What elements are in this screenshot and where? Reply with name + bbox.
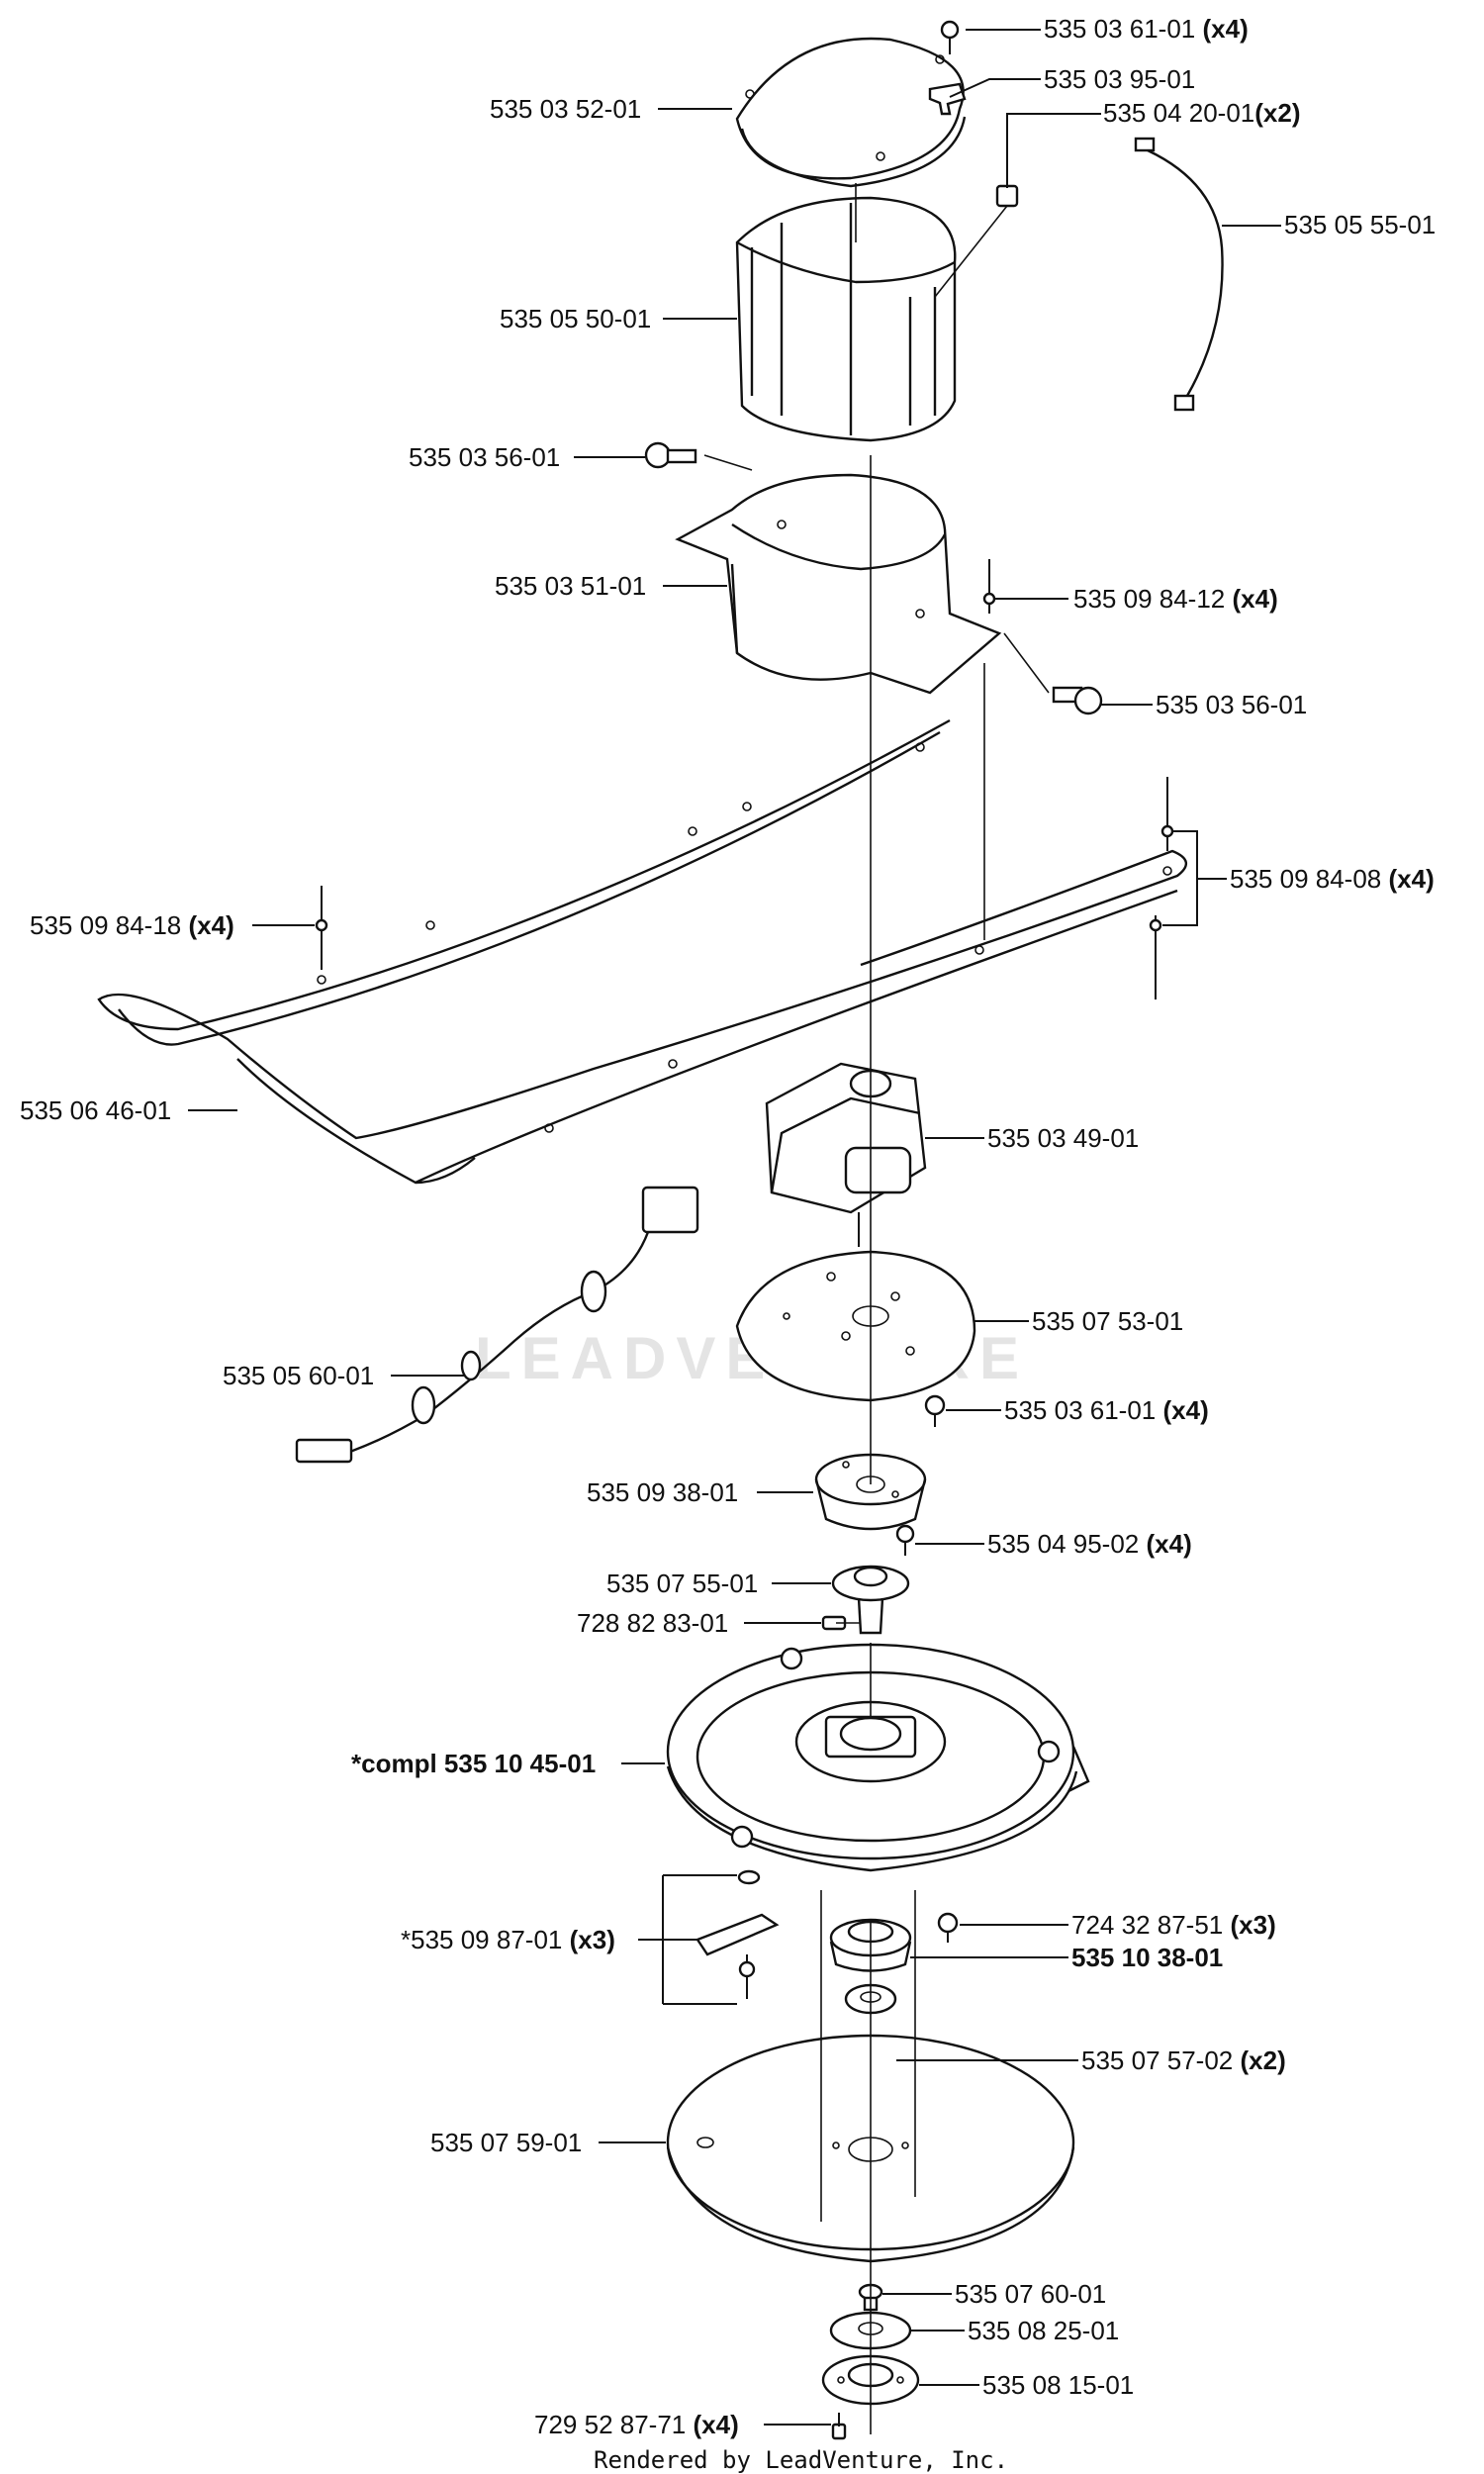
- motor-housing-part: [735, 196, 957, 442]
- part-label: 729 52 87-71 (x4): [534, 2410, 739, 2439]
- part-label: 535 07 60-01: [955, 2279, 1106, 2309]
- blade-kit-part: [696, 1869, 780, 1999]
- housing-screw-part: [937, 1912, 959, 1943]
- cap-screw-part: [831, 2413, 847, 2440]
- cutter-housing-part: [666, 1643, 1090, 1872]
- bushing-right-part: [1052, 686, 1103, 715]
- part-label: 535 09 38-01: [587, 1477, 738, 1507]
- lower-housing-part: [675, 473, 1002, 695]
- square-nut-part: [995, 184, 1019, 208]
- motor-part: [765, 1062, 927, 1247]
- rivet-pins-right-part: [1149, 777, 1174, 999]
- part-label: 535 03 51-01: [495, 571, 646, 601]
- bushing-left-part: [644, 441, 697, 469]
- part-label: 724 32 87-51 (x3): [1071, 1910, 1276, 1940]
- part-label: 535 10 38-01: [1071, 1943, 1223, 1972]
- part-label: 535 05 60-01: [223, 1361, 374, 1390]
- part-label: 535 08 25-01: [968, 2316, 1119, 2345]
- part-label: 535 09 84-18 (x4): [30, 910, 234, 940]
- coupling-part: [831, 1565, 910, 1635]
- top-cover-part: [735, 37, 967, 188]
- part-label: 535 07 53-01: [1032, 1306, 1183, 1336]
- short-cable-part: [1134, 137, 1224, 412]
- top-screw-part: [940, 20, 960, 54]
- part-label: 535 03 61-01 (x4): [1004, 1395, 1209, 1425]
- part-label: 535 03 56-01: [1156, 690, 1307, 719]
- parts-artwork: [97, 20, 1224, 2440]
- part-label: 535 05 55-01: [1284, 210, 1436, 239]
- part-label: *compl 535 10 45-01: [351, 1749, 596, 1778]
- rivet-pin-part: [982, 559, 996, 614]
- part-label: 535 04 95-02 (x4): [987, 1529, 1192, 1559]
- part-label: 535 05 50-01: [500, 304, 651, 333]
- part-label: 535 07 55-01: [606, 1569, 758, 1598]
- assembly-axis-line: [703, 183, 1050, 2434]
- bracket-part: [928, 82, 967, 116]
- hub-screw-part: [895, 1524, 915, 1556]
- part-label: 535 09 84-12 (x4): [1073, 584, 1278, 614]
- footer-credit: Rendered by LeadVenture, Inc.: [594, 2446, 1008, 2474]
- assembly-axis-line: [820, 1890, 916, 2222]
- part-label: 535 06 46-01: [20, 1095, 171, 1125]
- part-label: 535 03 49-01: [987, 1123, 1139, 1153]
- part-label: 728 82 83-01: [577, 1608, 728, 1638]
- part-label: 535 07 59-01: [430, 2128, 582, 2157]
- part-label: *535 09 87-01 (x3): [401, 1925, 615, 1954]
- part-label: 535 09 84-08 (x4): [1230, 864, 1435, 894]
- part-label: 535 04 20-01(x2): [1103, 98, 1301, 128]
- part-label: 535 03 56-01: [409, 442, 560, 472]
- part-label: 535 03 52-01: [490, 94, 641, 124]
- wiring-harness-part: [295, 1186, 699, 1464]
- mid-screw-part: [924, 1394, 946, 1427]
- callout-labels: 535 03 61-01 (x4) 535 03 95-01 535 04 20…: [20, 14, 1436, 2439]
- leader-lines: [188, 29, 1281, 2426]
- rivet-pin-left-part: [315, 886, 328, 970]
- part-label: 535 07 57-02 (x2): [1081, 2046, 1286, 2075]
- part-label: 535 03 95-01: [1044, 64, 1195, 94]
- frame-bar-part: [97, 718, 1187, 1185]
- part-label: 535 03 61-01 (x4): [1044, 14, 1249, 44]
- part-label: 535 08 15-01: [982, 2370, 1134, 2400]
